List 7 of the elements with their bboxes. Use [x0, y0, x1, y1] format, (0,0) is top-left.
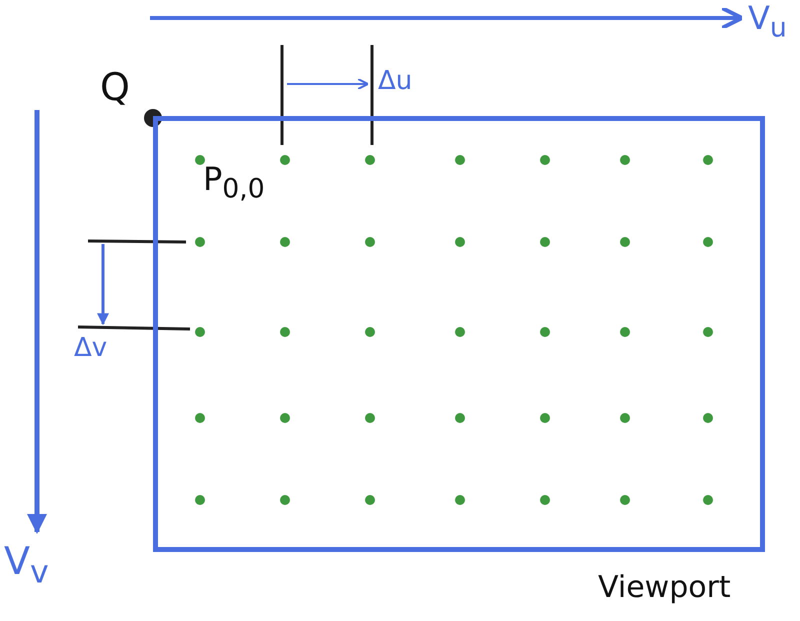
point-label: Q: [100, 68, 130, 106]
frame-title: Viewport: [598, 573, 731, 603]
axis-label: V$_{u}$: [748, 2, 787, 42]
dimension-label: Δv: [74, 335, 108, 361]
point-label: P$_{0,0}$: [203, 163, 265, 204]
axis-label: V$_{v}$: [4, 542, 49, 590]
dimension-label: Δu: [378, 68, 412, 94]
